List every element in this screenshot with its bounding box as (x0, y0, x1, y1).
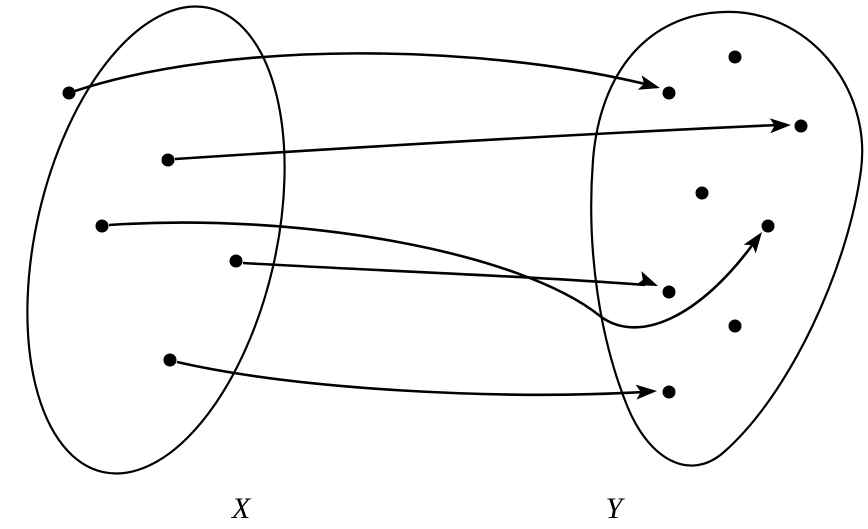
codomain-point-y2 (662, 86, 676, 100)
arrowhead-m2 (769, 118, 791, 134)
set-y-label: Y (606, 492, 626, 525)
mapping-arrows-group (74, 52, 791, 400)
set-outlines-group (26, 5, 864, 475)
mapping-arrow-m1 (74, 52, 646, 93)
domain-point-x1 (62, 86, 76, 100)
domain-point-x5 (163, 353, 177, 367)
codomain-point-y1 (728, 50, 742, 64)
codomain-points-group (662, 50, 808, 399)
arrowhead-m5 (635, 384, 657, 400)
mapping-arrow-m4 (242, 261, 646, 287)
codomain-point-y7 (728, 319, 742, 333)
codomain-point-y6 (662, 285, 676, 299)
domain-point-x3 (95, 219, 109, 233)
set-y-outline (590, 10, 864, 467)
codomain-point-y3 (794, 119, 808, 133)
mapping-arrow-m5 (176, 360, 645, 396)
mapping-arrow-m3 (108, 221, 758, 329)
set-x-outline (26, 5, 286, 475)
arrowhead-m1 (637, 75, 660, 90)
domain-point-x4 (229, 254, 243, 268)
mapping-arrow-m2 (174, 123, 779, 161)
codomain-point-y4 (695, 186, 709, 200)
set-x-label: X (231, 492, 252, 525)
codomain-point-y5 (761, 219, 775, 233)
arrowhead-m4 (635, 271, 658, 286)
codomain-point-y8 (662, 385, 676, 399)
domain-point-x2 (161, 153, 175, 167)
domain-points-group (62, 86, 243, 367)
arrowhead-m3 (743, 232, 762, 254)
